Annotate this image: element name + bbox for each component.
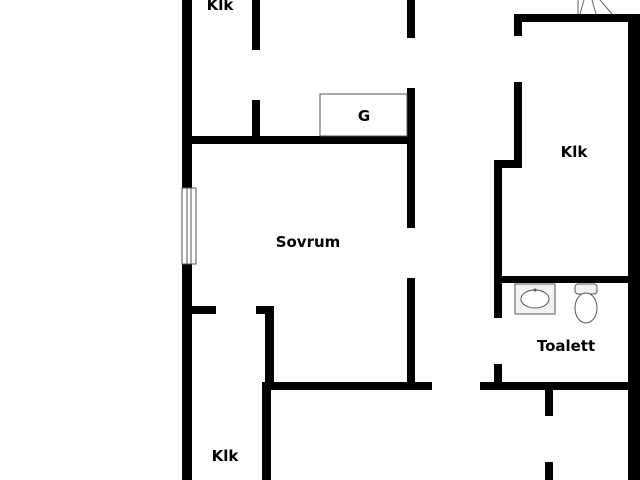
wall-top-left-closet-divider-lower bbox=[252, 100, 260, 142]
sink-icon bbox=[514, 283, 556, 315]
wall-closet-right-lower bbox=[262, 382, 271, 480]
wall-closet-stub bbox=[192, 306, 216, 314]
wall-bedroom-top bbox=[192, 136, 415, 144]
wall-right-closet-left-lower bbox=[494, 160, 502, 280]
toilet-icon bbox=[574, 283, 598, 324]
wall-top-middle-upper bbox=[407, 0, 415, 38]
wall-closet-right-upper bbox=[265, 306, 274, 388]
wall-top-left-closet-divider-upper bbox=[252, 0, 260, 50]
room-label-closet-bottom-left: Klk bbox=[212, 447, 240, 465]
wall-right-top-stub bbox=[514, 14, 522, 36]
wall-bedroom-bottom bbox=[262, 382, 432, 390]
walls bbox=[182, 0, 640, 480]
wall-top-middle-lower bbox=[407, 88, 415, 228]
fixtures bbox=[181, 0, 613, 324]
wall-bottom-right-stub-upper bbox=[545, 390, 553, 416]
wall-bedroom-right-lower bbox=[407, 278, 415, 388]
wall-right-top bbox=[514, 14, 640, 22]
room-label-toilet: Toalett bbox=[537, 337, 595, 355]
storage-g-box bbox=[319, 93, 408, 137]
room-label-closet-top-left: Klk bbox=[207, 0, 235, 14]
wall-right-closet-jog bbox=[494, 160, 522, 168]
left-outer-wall-bottom bbox=[182, 262, 192, 480]
wall-right-outer bbox=[628, 14, 640, 480]
room-label-storage-g: G bbox=[358, 107, 370, 125]
wall-toilet-top bbox=[494, 276, 640, 283]
stairs bbox=[577, 0, 613, 15]
room-labels: Klk G Klk Sovrum Toalett Klk bbox=[207, 0, 596, 465]
wall-bottom-right-stub-lower bbox=[545, 462, 553, 480]
wall-toilet-left-upper bbox=[494, 276, 502, 318]
wall-right-closet-left-upper bbox=[514, 82, 522, 168]
wall-toilet-bottom bbox=[480, 382, 640, 390]
window bbox=[181, 187, 197, 265]
wall-toilet-left-lower bbox=[494, 364, 502, 390]
room-label-closet-right: Klk bbox=[561, 143, 589, 161]
left-outer-wall-top bbox=[182, 0, 192, 190]
room-label-bedroom: Sovrum bbox=[276, 233, 341, 251]
